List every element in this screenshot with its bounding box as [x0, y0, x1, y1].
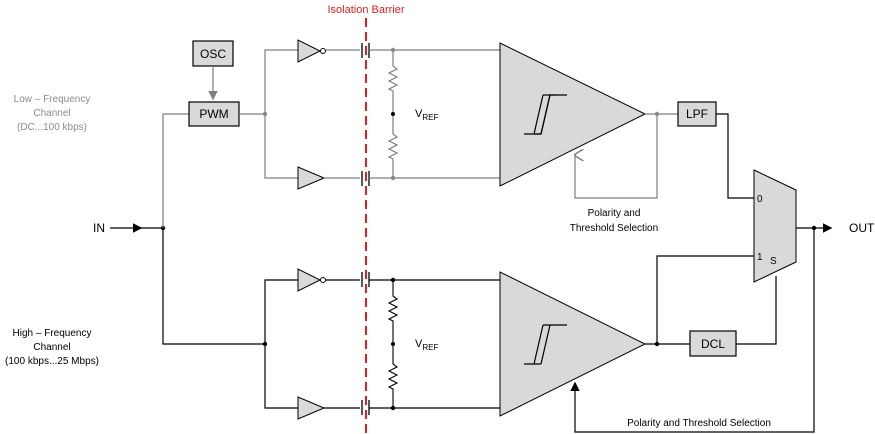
svg-text:Channel: Channel: [33, 342, 70, 353]
low-vref-node: [391, 112, 395, 116]
high-top-inverting-buffer: [297, 268, 322, 292]
lpf-to-mux-wire: [716, 113, 754, 199]
osc-block: [192, 40, 234, 67]
high-vref-label: VREF: [415, 338, 438, 352]
dcl-label: DCL: [701, 337, 725, 351]
pwm-split-top-wire: [264, 49, 298, 114]
in-to-high-channel-wire: [162, 228, 265, 345]
low-top-inverting-buffer: [297, 39, 322, 63]
pwm-split-bottom-wire: [264, 114, 298, 179]
svg-text:(DC...100 kbps): (DC...100 kbps): [17, 122, 87, 133]
high-bottom-buffer: [297, 396, 326, 420]
high-feedback-wire: [570, 228, 815, 433]
low-bottom-buffer: [297, 166, 326, 190]
dcl-block: [689, 330, 737, 357]
in-label: IN: [93, 221, 105, 235]
in-to-pwm-wire: [162, 113, 189, 228]
polarity-bottom-label: Polarity and Threshold Selection: [627, 418, 771, 429]
out-label: OUT: [849, 221, 875, 235]
lpf-block: [677, 101, 717, 127]
high-to-mux-wire: [656, 255, 754, 344]
svg-text:High – Frequency: High – Frequency: [13, 328, 92, 339]
high-resistor-divider: [387, 280, 399, 408]
mux-input-0-label: 0: [757, 194, 763, 205]
dcl-to-select-wire: [736, 276, 777, 345]
low-feedback-wire: [575, 114, 658, 199]
isolation-barrier-label: Isolation Barrier: [327, 4, 404, 16]
pwm-label: PWM: [199, 107, 228, 121]
high-vref-node: [391, 342, 395, 346]
low-resistor-divider: [387, 50, 399, 178]
high-comparator-hysteresis-right: [540, 324, 551, 365]
svg-text:Channel: Channel: [33, 108, 70, 119]
low-vref-label: VREF: [415, 108, 438, 122]
lpf-label: LPF: [686, 107, 708, 121]
high-split-top-wire: [264, 279, 298, 344]
polarity-top-label: Polarity and Threshold Selection: [570, 208, 658, 234]
output-multiplexer: [753, 169, 797, 283]
low-top-inverter-bubble: [320, 48, 326, 54]
svg-text:(100 kbps...25 Mbps): (100 kbps...25 Mbps): [5, 356, 99, 367]
high-top-inverter-bubble: [320, 277, 326, 283]
low-comparator-hysteresis-right: [540, 94, 551, 135]
low-frequency-channel-label: Low – Frequency Channel (DC...100 kbps): [14, 94, 91, 133]
high-frequency-channel-label: High – Frequency Channel (100 kbps...25 …: [5, 328, 99, 367]
low-comparator: [499, 42, 647, 187]
svg-text:Polarity and: Polarity and: [588, 208, 641, 219]
high-split-bottom-wire: [264, 344, 298, 409]
osc-label: OSC: [200, 47, 226, 61]
svg-text:Low – Frequency: Low – Frequency: [14, 94, 91, 105]
high-comparator: [499, 271, 647, 417]
high-comparator-hysteresis-left: [533, 324, 544, 365]
mux-input-1-label: 1: [757, 252, 763, 263]
low-comparator-hysteresis-left: [533, 94, 544, 135]
svg-text:Threshold Selection: Threshold Selection: [570, 223, 658, 234]
mux-select-label: S: [770, 256, 777, 267]
